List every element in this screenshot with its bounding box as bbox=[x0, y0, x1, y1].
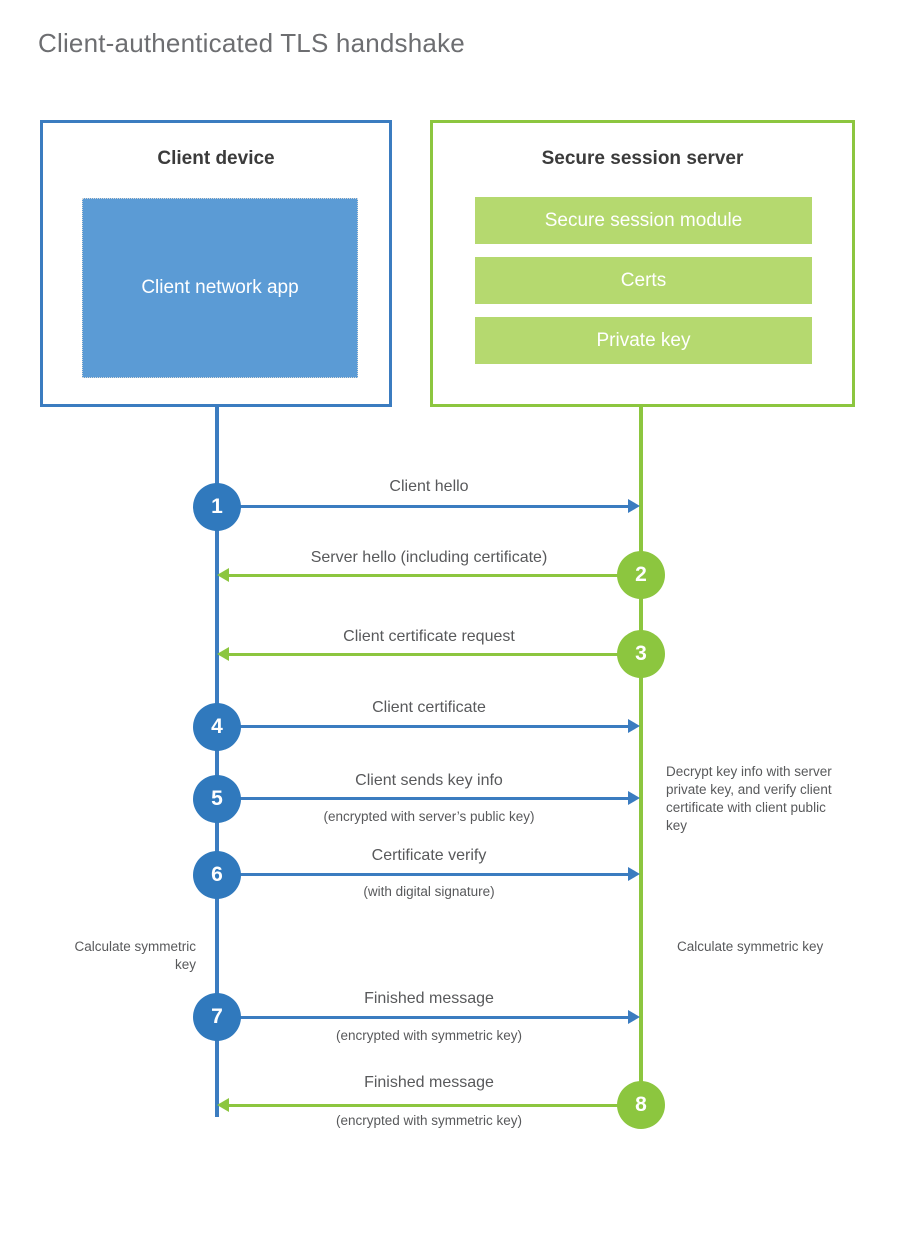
step-4-label: Client certificate bbox=[372, 699, 486, 716]
server-components-list: Secure session module Certs Private key bbox=[475, 197, 812, 377]
step-3-arrow bbox=[217, 647, 640, 661]
step-1-circle[interactable]: 1 bbox=[193, 483, 241, 531]
client-calculate-symmetric-key-note: Calculate symmetric key bbox=[74, 939, 196, 972]
server-component-secure-session-module: Secure session module bbox=[475, 197, 812, 244]
client-network-app-block: Client network app bbox=[82, 198, 358, 378]
arrow-head-left-icon bbox=[217, 1098, 229, 1112]
step-6-label: Certificate verify bbox=[371, 847, 487, 864]
server-calculate-symmetric-key-note: Calculate symmetric key bbox=[677, 939, 824, 954]
step-6-arrow bbox=[217, 867, 640, 881]
step-7-sublabel: (encrypted with symmetric key) bbox=[335, 1028, 523, 1043]
step-4-arrow bbox=[217, 719, 640, 733]
server-lifeline bbox=[639, 407, 643, 1107]
step-5-label: Client sends key info bbox=[355, 772, 503, 789]
server-component-certs: Certs bbox=[475, 257, 812, 304]
step-8-arrow bbox=[217, 1098, 640, 1112]
step-8-label: Finished message bbox=[364, 1074, 494, 1091]
step-5-circle[interactable]: 5 bbox=[193, 775, 241, 823]
step-3-label: Client certificate request bbox=[343, 628, 515, 645]
step-7-arrow bbox=[217, 1010, 640, 1024]
arrow-head-right-icon bbox=[628, 499, 640, 513]
step-6-sublabel: (with digital signature) bbox=[363, 884, 495, 899]
step-1-arrow bbox=[217, 499, 640, 513]
step-7-circle[interactable]: 7 bbox=[193, 993, 241, 1041]
arrow-head-left-icon bbox=[217, 647, 229, 661]
page-title: Client-authenticated TLS handshake bbox=[38, 28, 465, 58]
step-2-circle[interactable]: 2 bbox=[617, 551, 665, 599]
step-5-arrow bbox=[217, 791, 640, 805]
client-lifeline bbox=[215, 407, 219, 1117]
step-2-arrow bbox=[217, 568, 640, 582]
step-5-sublabel: (encrypted with server’s public key) bbox=[323, 809, 535, 824]
server-component-private-key: Private key bbox=[475, 317, 812, 364]
step-8-sublabel: (encrypted with symmetric key) bbox=[335, 1113, 523, 1128]
step-1-label: Client hello bbox=[389, 478, 469, 495]
arrow-head-left-icon bbox=[217, 568, 229, 582]
arrow-head-right-icon bbox=[628, 791, 640, 805]
server-decrypt-note: Decrypt key info with server private key… bbox=[666, 764, 832, 833]
arrow-head-right-icon bbox=[628, 1010, 640, 1024]
step-4-circle[interactable]: 4 bbox=[193, 703, 241, 751]
step-8-circle[interactable]: 8 bbox=[617, 1081, 665, 1129]
client-device-title: Client device bbox=[157, 148, 275, 169]
secure-session-server-box: Secure session server Secure session mod… bbox=[430, 120, 855, 407]
arrow-head-right-icon bbox=[628, 867, 640, 881]
step-6-circle[interactable]: 6 bbox=[193, 851, 241, 899]
step-2-label: Server hello (including certificate) bbox=[310, 549, 548, 566]
step-3-circle[interactable]: 3 bbox=[617, 630, 665, 678]
step-7-label: Finished message bbox=[364, 990, 494, 1007]
arrow-head-right-icon bbox=[628, 719, 640, 733]
secure-session-server-title: Secure session server bbox=[541, 148, 744, 169]
client-device-box: Client device Client network app bbox=[40, 120, 392, 407]
